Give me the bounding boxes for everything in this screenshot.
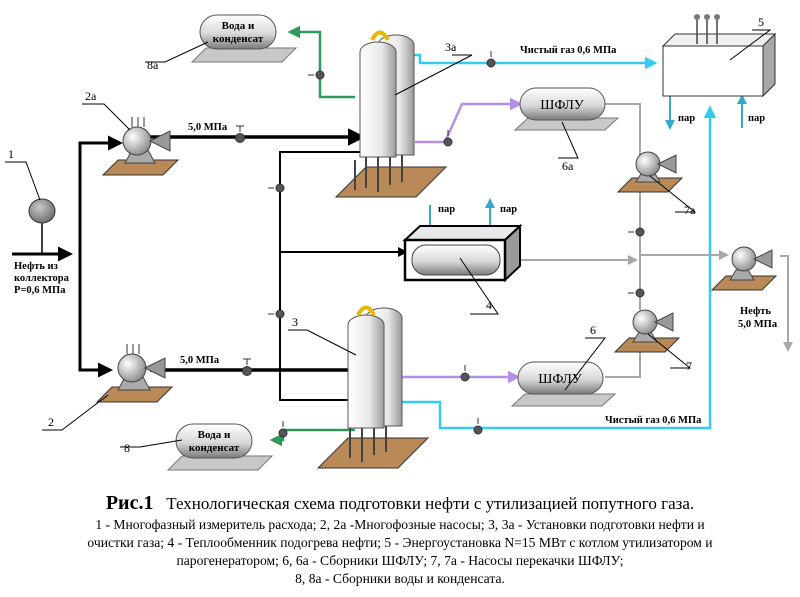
caption-line-2: очистки газа; 4 - Теплообменник подогрев… — [87, 535, 713, 550]
flow-meter — [28, 198, 56, 254]
oil-in-line1: Нефть из — [14, 261, 58, 272]
label-7a: 7a — [684, 203, 696, 217]
caption-line-1: 1 - Многофазный измеритель расхода; 2, 2… — [95, 517, 705, 532]
label-6a: 6a — [562, 159, 574, 173]
figure-caption-title: Рис.1 Технологическая схема подготовки н… — [0, 492, 800, 515]
oil-pipes — [12, 128, 408, 401]
steam-label-2: пар — [500, 204, 517, 215]
shflu-6-label: ШФЛУ — [538, 372, 582, 387]
caption-line-3: парогенератором; 6, 6а - Сборники ШФЛУ; … — [176, 553, 624, 568]
equipment-labels: 1 2a 2 3a 3 4 5 6a 6 7a 7 8a 8 — [8, 15, 764, 455]
figure-title: Технологическая схема подготовки нефти с… — [166, 494, 695, 513]
pump-oil-out — [710, 246, 778, 291]
tank-texts: Вода и конденсат Вода и конденсат — [189, 20, 264, 454]
label-4: 4 — [486, 298, 492, 312]
label-2: 2 — [48, 415, 54, 429]
figure-number: Рис.1 — [105, 492, 154, 514]
pump-2a — [101, 117, 180, 176]
label-7: 7 — [686, 359, 692, 373]
pump-2 — [95, 344, 174, 403]
pump-7 — [613, 309, 681, 353]
clean-gas-bottom: Чистый газ 0,6 МПа — [605, 415, 702, 426]
water-tank-8a-line1: Вода и — [222, 20, 255, 32]
valve-icon — [460, 365, 470, 382]
power-unit — [661, 14, 777, 98]
valve-icon — [242, 358, 252, 376]
water-pipes — [269, 25, 355, 447]
valve-icon — [235, 125, 245, 143]
valve-icon — [268, 183, 285, 193]
label-1: 1 — [8, 147, 14, 161]
valve-icon — [628, 227, 645, 237]
shflu-tank-6a — [513, 87, 620, 131]
water-tank-8 — [166, 423, 274, 471]
valves — [235, 51, 645, 438]
steam-label-1: пар — [438, 204, 455, 215]
label-2a: 2a — [85, 89, 97, 103]
heat-exchanger — [402, 223, 523, 283]
process-texts: Нефть из коллектора P=0,6 МПа 5,0 МПа 5,… — [14, 45, 778, 426]
label-5: 5 — [758, 15, 764, 29]
oil-in-line3: P=0,6 МПа — [14, 285, 66, 296]
oil-out-line2: 5,0 МПа — [738, 319, 778, 330]
oil-out-line1: Нефть — [740, 306, 771, 317]
steam-label-3: пар — [678, 113, 695, 124]
column-3a — [334, 30, 448, 198]
label-3: 3 — [292, 315, 298, 329]
valve-icon — [278, 421, 288, 438]
caption-line-4: 8, 8а - Сборники воды и конденсата. — [295, 571, 505, 586]
oil-in-line2: коллектора — [14, 273, 70, 284]
column-3 — [316, 305, 430, 469]
pressure-bottom: 5,0 МПа — [180, 355, 220, 366]
steam-label-4: пар — [748, 113, 765, 124]
label-8: 8 — [124, 441, 130, 455]
label-8a: 8a — [147, 58, 159, 72]
shflu-tank-6 — [510, 361, 617, 407]
label-6: 6 — [590, 323, 596, 337]
shflu-texts: ШФЛУ ШФЛУ — [538, 98, 584, 387]
valve-icon — [486, 51, 496, 68]
valve-icon — [308, 70, 325, 80]
label-3a: 3a — [445, 40, 457, 54]
water-tank-8a — [190, 14, 298, 63]
water-tank-8a-line2: конденсат — [213, 33, 264, 45]
valve-icon — [443, 130, 453, 147]
water-tank-8-line1: Вода и — [198, 429, 231, 441]
water-tank-8-line2: конденсат — [189, 442, 240, 454]
shflu-6a-label: ШФЛУ — [540, 98, 584, 113]
shflu-pipes — [400, 97, 523, 384]
valve-icon — [268, 309, 285, 319]
leader-lines — [5, 29, 772, 448]
process-diagram: 1 2a 2 3a 3 4 5 6a 6 7a 7 8a 8 Вода и ко… — [5, 14, 793, 471]
valve-icon — [473, 418, 483, 435]
valve-icon — [628, 288, 645, 298]
clean-gas-top: Чистый газ 0,6 МПа — [520, 45, 617, 56]
pump-7a — [616, 151, 684, 193]
pressure-top: 5,0 МПа — [188, 122, 228, 133]
